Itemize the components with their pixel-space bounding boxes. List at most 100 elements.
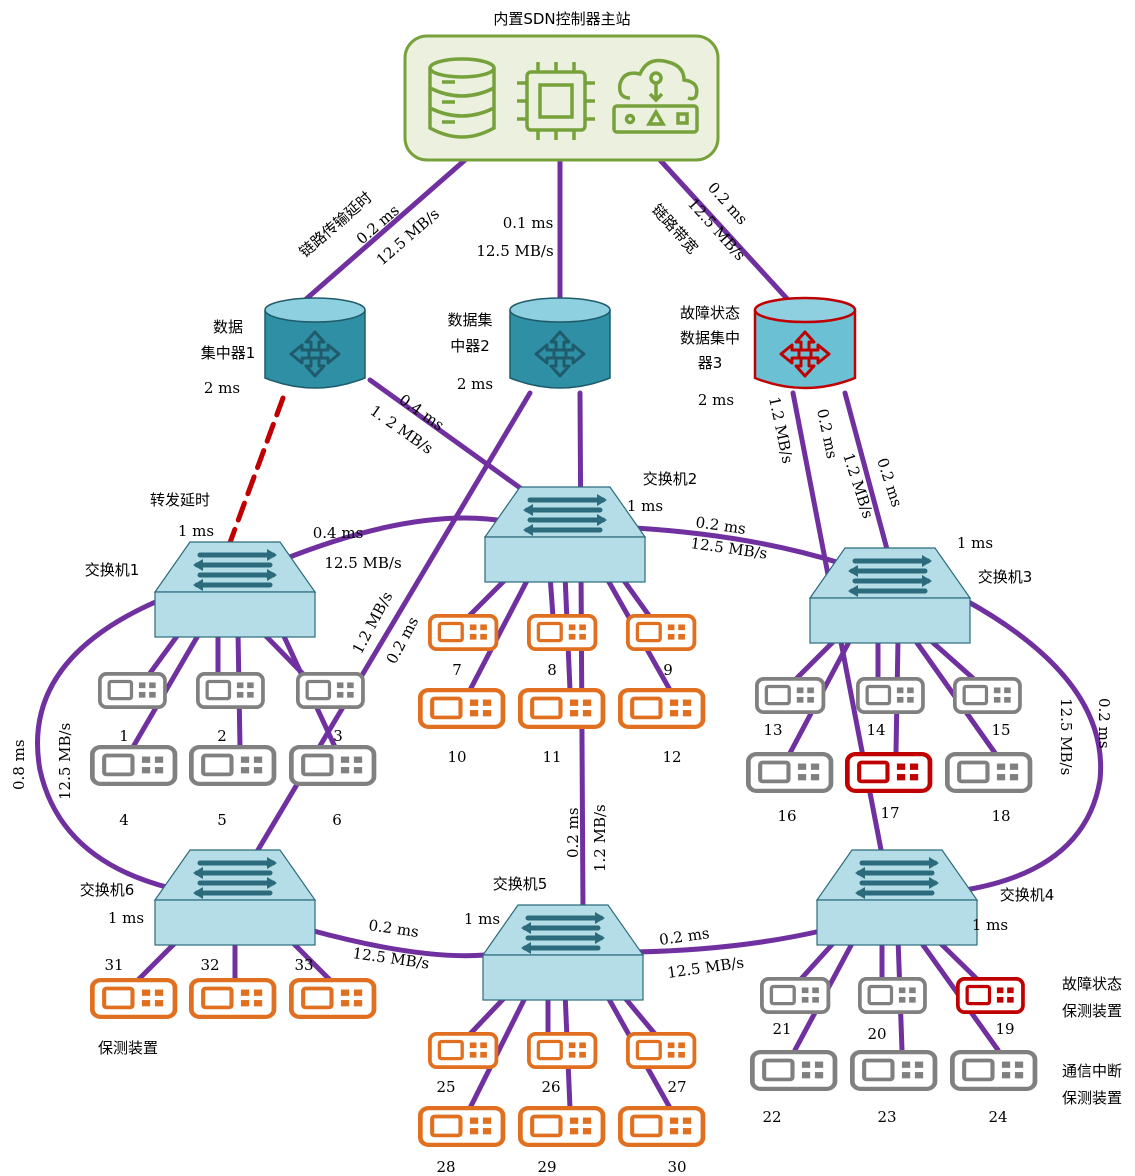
fault-link-c1-s1 [225, 395, 286, 551]
device-3 [295, 672, 365, 710]
dev-link [142, 629, 183, 683]
switch-6-name: 交换机6 [80, 881, 135, 899]
concentrator-3-name: 数据集中 [680, 329, 740, 347]
device-32 [191, 980, 274, 1017]
device-15 [952, 677, 1022, 715]
label: 0.2 ms [367, 916, 420, 941]
concentrator-1-delay: 2 ms [204, 379, 240, 397]
switch-2-name: 交换机2 [643, 470, 698, 488]
device-number: 3 [333, 727, 343, 745]
fault-concentrator-3 [753, 296, 857, 390]
switch-2 [485, 487, 645, 582]
device-16 [748, 754, 831, 791]
cloud-router-icon [612, 58, 699, 134]
link-s6-s5 [307, 927, 488, 959]
concentrator-1-name: 集中器1 [201, 344, 256, 362]
device-number: 24 [988, 1108, 1007, 1126]
label: 0.2 ms [813, 407, 841, 460]
label: 0.4 ms [313, 524, 364, 542]
device-1 [97, 672, 167, 710]
device-33 [291, 980, 374, 1017]
fault-device-19 [955, 977, 1025, 1015]
concentrator-1 [264, 297, 366, 389]
device-number: 4 [119, 811, 129, 829]
link-c2-s5 [577, 390, 586, 915]
dev-link [792, 637, 838, 683]
switch-6 [155, 850, 315, 945]
device-number: 16 [777, 807, 796, 825]
device-number: 8 [547, 661, 557, 679]
switch-3-delay: 1 ms [957, 534, 993, 552]
device-2 [195, 672, 265, 710]
device-number: 1 [119, 727, 129, 745]
device-number: 20 [867, 1025, 886, 1043]
link-s5-s4 [632, 927, 828, 955]
switch-6-delay: 1 ms [108, 909, 144, 927]
label: 1.2 MB/s [591, 804, 609, 872]
link-ctrl-c3 [657, 157, 793, 305]
device-number: 5 [217, 811, 227, 829]
switch-3-name: 交换机3 [978, 568, 1033, 586]
switch-5-name: 交换机5 [493, 875, 548, 893]
label: 12.5 MB/s [351, 944, 430, 973]
device-29 [520, 1108, 603, 1145]
link-s1-s2 [279, 515, 513, 563]
label: 12.5 MB/s [324, 554, 401, 572]
device-number: 7 [452, 661, 462, 679]
device-5 [191, 747, 274, 784]
concentrator-2-name: 数据集 [447, 311, 492, 329]
device-number: 27 [667, 1078, 686, 1096]
legend-fault-device: 保测装置 [1062, 1002, 1122, 1020]
device-24 [952, 1052, 1035, 1089]
label: 12.5 MB/s [476, 242, 553, 260]
legend-protection-device: 保测装置 [98, 1039, 158, 1057]
link-s2-s3 [632, 525, 843, 566]
device-number: 14 [866, 721, 885, 739]
device-number: 13 [763, 721, 782, 739]
device-10 [420, 690, 503, 727]
database-icon [428, 57, 496, 139]
fault-device-17 [847, 754, 930, 791]
label: 12.5 MB/s [56, 723, 74, 800]
concentrator-1-name: 数据 [213, 318, 243, 336]
switch-1-delay: 1 ms [178, 522, 214, 540]
concentrator-3-delay: 2 ms [698, 391, 734, 409]
sdn-controller [403, 34, 720, 162]
device-number: 29 [537, 1158, 556, 1176]
device-number: 17 [880, 804, 899, 822]
label: 12.5 MB/s [689, 534, 768, 563]
forward-delay-annotation: 转发延时 [150, 491, 210, 509]
label: 1.2 MB/s [765, 395, 797, 465]
concentrator-3-name: 故障状态 [680, 304, 740, 322]
device-number: 31 [104, 956, 123, 974]
device-9 [626, 614, 697, 652]
label: 0.1 ms [503, 214, 554, 232]
legend-fault-device: 故障状态 [1062, 975, 1122, 993]
device-14 [855, 677, 925, 715]
device-number: 22 [762, 1108, 781, 1126]
device-number: 9 [663, 661, 673, 679]
link-ctrl-c1 [302, 157, 468, 303]
device-number: 26 [541, 1078, 560, 1096]
device-number: 32 [200, 956, 219, 974]
device-21 [760, 977, 831, 1015]
device-12 [620, 690, 703, 727]
device-number: 19 [995, 1020, 1014, 1038]
device-number: 15 [991, 721, 1010, 739]
device-25 [427, 1032, 499, 1070]
label: 0.2 ms [564, 807, 582, 858]
device-4 [92, 747, 175, 784]
label: 0.2 ms [658, 924, 711, 949]
link-c3-s3 [842, 390, 891, 556]
link-s1-s6 [35, 597, 173, 891]
device-numbers: 1 2 3 4 5 6 7 8 9 10 11 12 13 14 15 16 1… [104, 661, 1014, 1176]
device-number: 2 [217, 727, 227, 745]
switch-1-name: 交换机1 [85, 561, 140, 579]
device-11 [520, 690, 603, 727]
dev-link [467, 989, 531, 1111]
device-13 [755, 677, 826, 715]
label: 0.2 ms [383, 614, 423, 667]
device-31 [92, 980, 175, 1017]
dev-link [135, 937, 181, 983]
